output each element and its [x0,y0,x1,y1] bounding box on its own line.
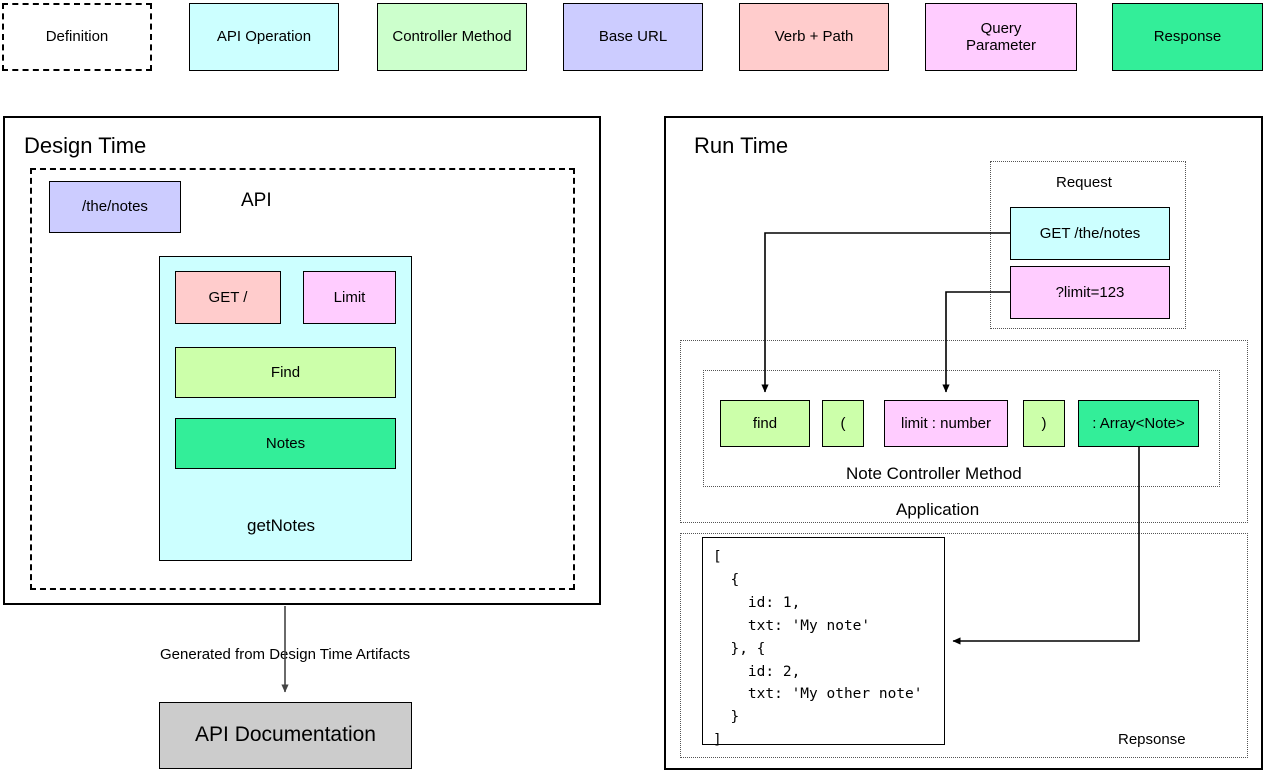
api-documentation-box: API Documentation [159,702,412,769]
response-title: Repsonse [1118,731,1186,748]
legend-item-response: Response [1112,3,1263,71]
request-verb-path-label: GET /the/notes [1039,224,1141,242]
response-box: Notes [175,418,396,469]
token-close-paren-box: ) [1023,400,1065,447]
legend-label: Verb + Path [774,28,854,46]
legend-label: Base URL [598,28,668,46]
token-label: limit : number [900,414,992,432]
query-parameter-label: Limit [333,288,366,306]
legend-label: Definition [45,28,109,46]
token-open-paren-box: ( [822,400,864,447]
api-title: API [241,190,272,211]
legend-item-verb-path: Verb + Path [739,3,889,71]
generated-caption: Generated from Design Time Artifacts [160,646,411,663]
legend-label: API Operation [216,28,312,46]
legend-label: Response [1153,28,1222,46]
legend-item-query-parameter: Query Parameter [925,3,1077,71]
token-label: find [752,414,778,432]
api-operation-name: getNotes [247,516,316,535]
query-parameter-box: Limit [303,271,396,324]
base-url-box: /the/notes [49,181,181,233]
token-return-type-box: : Array<Note> [1078,400,1199,447]
request-verb-path-box: GET /the/notes [1010,207,1170,260]
response-label: Notes [265,434,306,452]
request-query-param-box: ?limit=123 [1010,266,1170,319]
base-url-label: /the/notes [82,198,148,216]
controller-method-box: Find [175,347,396,398]
legend-item-api-operation: API Operation [189,3,339,71]
request-query-param-label: ?limit=123 [1055,283,1125,301]
legend-label: Controller Method [392,28,512,46]
api-documentation-label: API Documentation [195,723,376,747]
token-label: ( [840,414,846,432]
token-find-box: find [720,400,810,447]
run-time-panel [664,116,1263,770]
request-title: Request [1056,174,1112,191]
verb-path-label: GET / [208,288,248,306]
verb-path-box: GET / [175,271,281,324]
application-title: Application [896,500,980,519]
legend-item-base-url: Base URL [563,3,703,71]
controller-method-label: Find [270,363,301,381]
run-time-title: Run Time [694,133,789,158]
response-json-box: [ { id: 1, txt: 'My note' }, { id: 2, tx… [702,537,945,748]
legend-label: Query Parameter [965,19,1037,54]
api-definition-region [30,168,575,590]
design-time-panel [3,116,601,605]
token-label: ) [1041,414,1047,432]
token-limit-param-box: limit : number [884,400,1008,447]
note-controller-method-title: Note Controller Method [846,464,1022,483]
legend-item-controller-method: Controller Method [377,3,527,71]
token-label: : Array<Note> [1092,414,1185,432]
design-time-title: Design Time [24,133,147,158]
legend-item-definition: Definition [2,3,152,71]
